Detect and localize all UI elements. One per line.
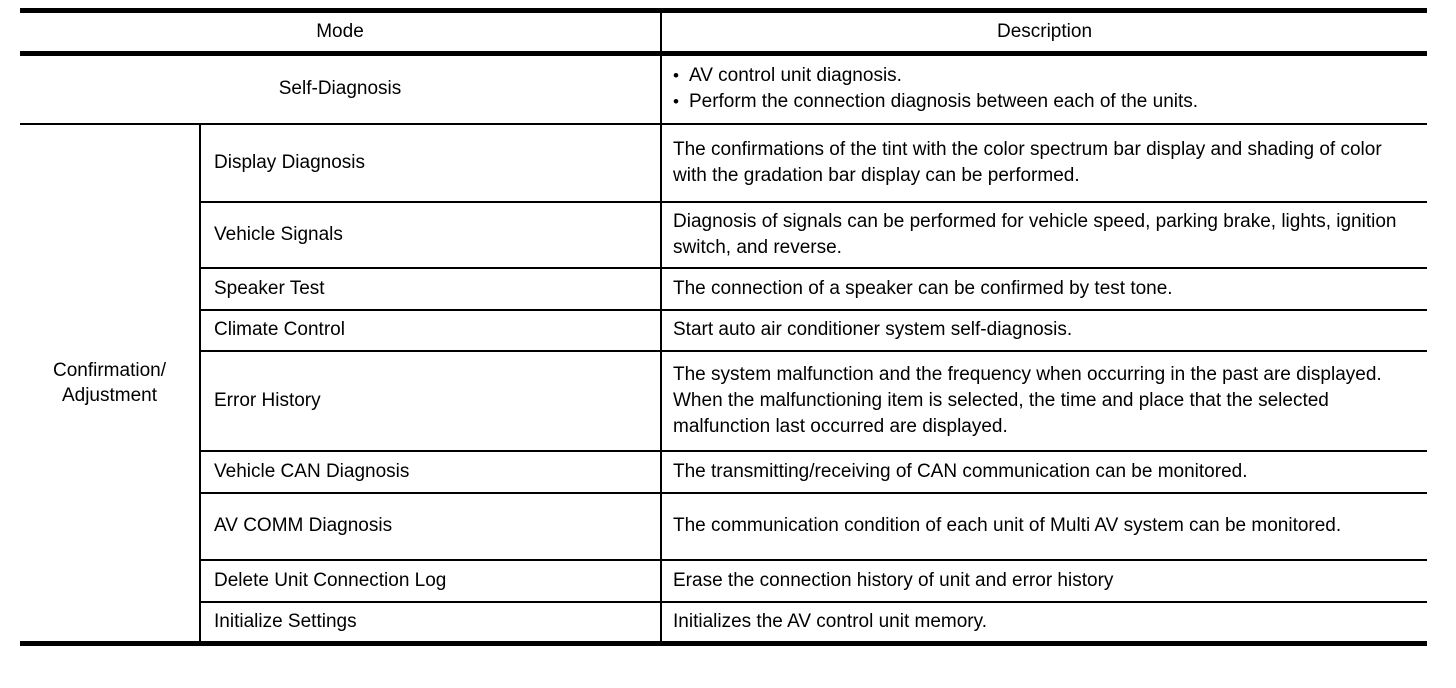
description-cell: Diagnosis of signals can be performed fo…	[661, 200, 1427, 268]
mode-cell: Display Diagnosis	[200, 122, 662, 202]
description-cell: The transmitting/receiving of CAN commun…	[661, 449, 1427, 493]
description-cell: The connection of a speaker can be confi…	[661, 266, 1427, 310]
table-row-initialize-settings: Initialize Settings Initializes the AV c…	[20, 600, 1427, 644]
bullet-icon: •	[673, 66, 679, 86]
group-label-cell-confirmation-adjustment: Confirmation/ Adjustment	[20, 122, 201, 644]
column-header-description: Description	[661, 10, 1427, 56]
table-row-climate-control: Climate Control Start auto air condition…	[20, 308, 1427, 351]
mode-cell: Error History	[200, 349, 662, 451]
description-cell: The system malfunction and the frequency…	[661, 349, 1427, 451]
mode-cell: Delete Unit Connection Log	[200, 558, 662, 602]
bullet-text: Perform the connection diagnosis between…	[688, 91, 1199, 113]
mode-cell: Vehicle Signals	[200, 200, 662, 268]
bullet-item: • AV control unit diagnosis.	[673, 63, 1417, 89]
table-row-self-diagnosis: Self-Diagnosis • AV control unit diagnos…	[20, 53, 1427, 124]
description-cell-self-diagnosis: • AV control unit diagnosis. • Perform t…	[661, 54, 1427, 124]
mode-cell: Speaker Test	[200, 266, 662, 310]
table-header-row: Mode Description	[20, 10, 1427, 56]
bullet-text: AV control unit diagnosis.	[688, 65, 902, 87]
table-row-delete-unit-connection-log: Delete Unit Connection Log Erase the con…	[20, 558, 1427, 602]
description-cell: The communication condition of each unit…	[661, 491, 1427, 560]
table-row-display-diagnosis: Confirmation/ Adjustment Display Diagnos…	[20, 122, 1427, 644]
mode-cell: Climate Control	[200, 308, 662, 351]
group-label-line: Adjustment	[61, 384, 158, 406]
mode-cell-self-diagnosis: Self-Diagnosis	[20, 53, 662, 124]
diagnosis-mode-table: Mode Description Self-Diagnosis • AV con…	[20, 8, 1427, 646]
table-row-speaker-test: Speaker Test The connection of a speaker…	[20, 266, 1427, 310]
group-label-line: Confirmation/	[53, 359, 166, 381]
bullet-item: • Perform the connection diagnosis betwe…	[673, 89, 1417, 115]
column-header-mode: Mode	[20, 10, 662, 56]
table-row-av-comm-diagnosis: AV COMM Diagnosis The communication cond…	[20, 491, 1427, 560]
mode-cell: Initialize Settings	[200, 600, 662, 644]
description-cell: Erase the connection history of unit and…	[661, 558, 1427, 602]
mode-cell: AV COMM Diagnosis	[200, 491, 662, 560]
table-row-vehicle-signals: Vehicle Signals Diagnosis of signals can…	[20, 200, 1427, 268]
description-cell: The confirmations of the tint with the c…	[661, 122, 1427, 202]
mode-cell: Vehicle CAN Diagnosis	[200, 449, 662, 493]
description-cell: Start auto air conditioner system self-d…	[661, 308, 1427, 351]
description-cell: Initializes the AV control unit memory.	[661, 600, 1427, 644]
table-row-error-history: Error History The system malfunction and…	[20, 349, 1427, 451]
bullet-icon: •	[673, 92, 679, 112]
table-row-vehicle-can-diagnosis: Vehicle CAN Diagnosis The transmitting/r…	[20, 449, 1427, 493]
